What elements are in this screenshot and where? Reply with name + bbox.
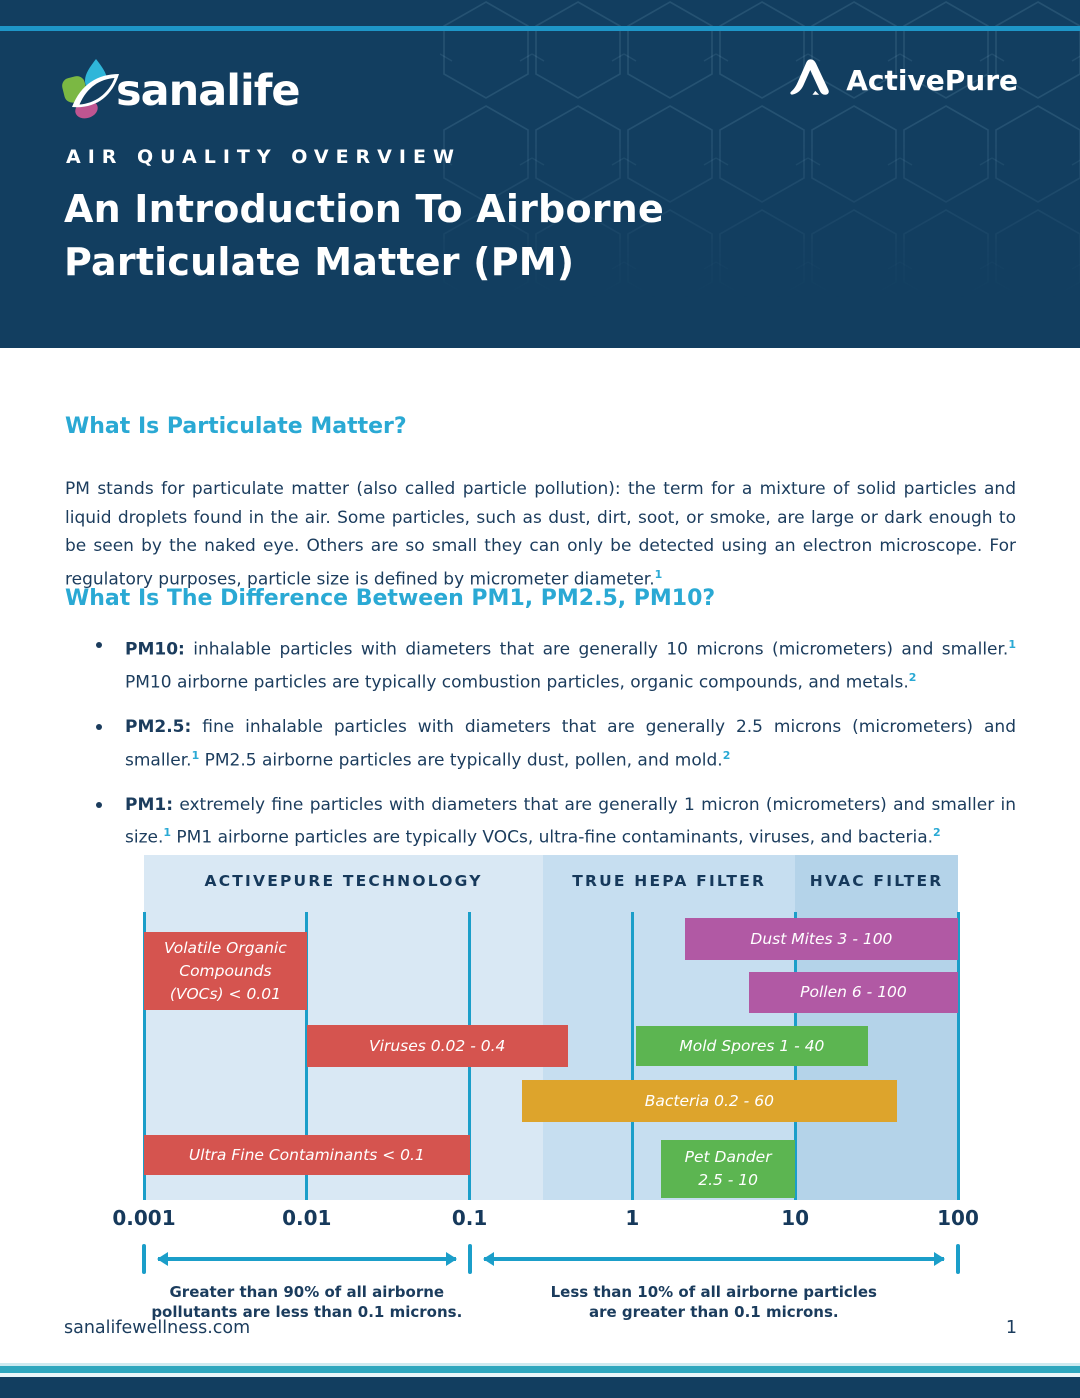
range-note-line1: Less than 10% of all airborne particles [550,1283,877,1301]
section-heading-pm-difference: What Is The Difference Between PM1, PM2.… [65,586,716,611]
chart-bar-viruses: Viruses 0.02 - 0.4 [306,1025,568,1067]
chart-bar-label: 2.5 - 10 [698,1171,759,1189]
chart-gridline [142,912,146,1200]
chart-bar-dust-mites: Dust Mites 3 - 100 [684,918,958,960]
x-axis-tick-label: 0.01 [282,1206,332,1230]
paragraph-text: PM stands for particulate matter (also c… [65,479,1016,590]
chart-bar-label: Volatile Organic [164,938,287,957]
range-tick-mark [956,1244,960,1274]
document-kicker: AIR QUALITY OVERVIEW [66,146,461,168]
bullet-pm25: PM2.5: fine inhalable particles with dia… [65,713,1016,775]
range-note-line1: Greater than 90% of all airborne [169,1283,445,1301]
bullet-text: PM10 airborne particles are typically co… [125,672,909,693]
range-arrow [482,1251,945,1266]
chart-bar-bacteria: Bacteria 0.2 - 60 [522,1080,897,1122]
x-axis-tick-label: 10 [781,1206,810,1230]
chart-gridline [956,912,960,1200]
chart-x-axis: 0.001 0.01 0.1 1 10 100 [112,1206,979,1238]
chart-bar-label: Pollen 6 - 100 [800,983,907,1001]
page-title: An Introduction To Airborne Particulate … [64,183,664,289]
sanalife-logo: sanalife [60,56,301,126]
bullet-text: extremely fine particles with diameters … [125,794,1016,849]
range-tick-mark [467,1244,472,1274]
bullet-pm1: PM1: extremely fine particles with diame… [65,791,1016,853]
bullet-dot-icon [96,642,102,648]
bullet-term: PM2.5: [125,717,192,738]
chart-bar-ultra-fine-contaminants: Ultra Fine Contaminants < 0.1 [144,1135,470,1175]
chart-gridline [630,912,634,1200]
bullet-text: PM1 airborne particles are typically VOC… [171,828,934,849]
chart-bar-mold-spores: Mold Spores 1 - 40 [635,1026,868,1066]
section-heading-what-is-pm: What Is Particulate Matter? [65,414,407,439]
page-title-line2: Particulate Matter (PM) [64,240,575,284]
footnote-ref: 1 [1008,638,1016,651]
chart-bar-label: Dust Mites 3 - 100 [750,929,893,948]
page-title-line1: An Introduction To Airborne [64,187,664,231]
bullet-pm10: PM10: inhalable particles with diameters… [65,631,1016,697]
hexagon-pattern-decoration [440,0,1080,300]
x-axis-tick-label: 0.001 [112,1206,176,1230]
chart-bar-label: (VOCs) < 0.01 [169,984,281,1003]
chart-range-notes: Greater than 90% of all airborne pollutan… [142,1244,960,1328]
chart-bar-pet-dander: Pet Dander 2.5 - 10 [661,1140,796,1198]
pm-definition-paragraph: PM stands for particulate matter (also c… [65,475,1016,594]
pm-bullet-list: PM10: inhalable particles with diameters… [65,631,1016,869]
chart-zone-label: HVAC FILTER [809,872,944,890]
activepure-logo: ActivePure [789,58,1018,102]
chart-bar-label: Bacteria 0.2 - 60 [644,1091,774,1110]
bottom-stripe-pale [0,1363,1080,1366]
bottom-stripe-navy [0,1377,1080,1398]
footnote-ref: 2 [908,671,917,685]
arrowhead-right-icon [445,1251,457,1266]
chart-bar-label: Mold Spores 1 - 40 [679,1036,825,1055]
range-note-line2: are greater than 0.1 microns. [588,1303,839,1321]
range-arrow [157,1251,457,1266]
range-note-text: Greater than 90% of all airborne pollutan… [151,1282,462,1322]
chart-bar-label: Pet Dander [684,1148,772,1166]
chart-zone-label: TRUE HEPA FILTER [572,872,767,890]
bullet-dot-icon [96,801,102,808]
footnote-ref: 2 [933,826,941,840]
arrowhead-right-icon [933,1251,945,1266]
header-banner: sanalife ActivePure AIR QUALITY OVERVIEW… [0,0,1080,348]
bullet-text: PM2.5 airborne particles are typically d… [199,750,723,771]
chart-bar-label: Ultra Fine Contaminants < 0.1 [188,1145,425,1164]
bottom-stripe-pale2 [0,1373,1080,1377]
footnote-ref: 1 [163,826,172,840]
bullet-dot-icon [96,724,102,731]
range-note-line2: pollutants are less than 0.1 microns. [151,1303,463,1321]
activepure-wordmark: ActivePure [846,63,1018,97]
footnote-ref: 1 [654,567,663,581]
range-tick-mark [142,1244,146,1274]
arrowhead-left-icon [482,1251,494,1266]
sanalife-flower-icon [60,56,122,126]
chart-bar-label: Compounds [179,961,272,980]
footnote-ref: 2 [722,748,731,762]
x-axis-tick-label: 100 [937,1206,979,1230]
chart-zone-label: ACTIVEPURE TECHNOLOGY [204,872,483,890]
arrowhead-left-icon [157,1251,168,1266]
bottom-border-band [0,1363,1080,1398]
activepure-a-icon [789,58,833,102]
chart-bar-label: Viruses 0.02 - 0.4 [369,1036,506,1055]
range-note-text: Less than 10% of all airborne particles a… [551,1282,877,1322]
footer-website-link[interactable]: sanalifewellness.com [64,1318,251,1338]
page-number: 1 [1005,1318,1017,1338]
particle-size-chart: ACTIVEPURE TECHNOLOGY TRUE HEPA FILTER HVA… [142,855,960,1200]
bottom-stripe-teal [0,1366,1080,1373]
header-accent-stripe [0,26,1080,31]
bullet-term: PM10: [125,639,185,660]
sanalife-wordmark: sanalife [116,66,301,116]
bullet-text: fine inhalable particles with diameters … [125,717,1016,771]
footnote-ref: 1 [191,748,200,762]
chart-bar-pollen: Pollen 6 - 100 [748,972,958,1013]
bullet-text: inhalable particles with diameters that … [184,639,1009,660]
x-axis-tick-label: 0.1 [451,1206,488,1230]
x-axis-tick-label: 1 [625,1206,640,1230]
bullet-term: PM1: [125,794,174,815]
